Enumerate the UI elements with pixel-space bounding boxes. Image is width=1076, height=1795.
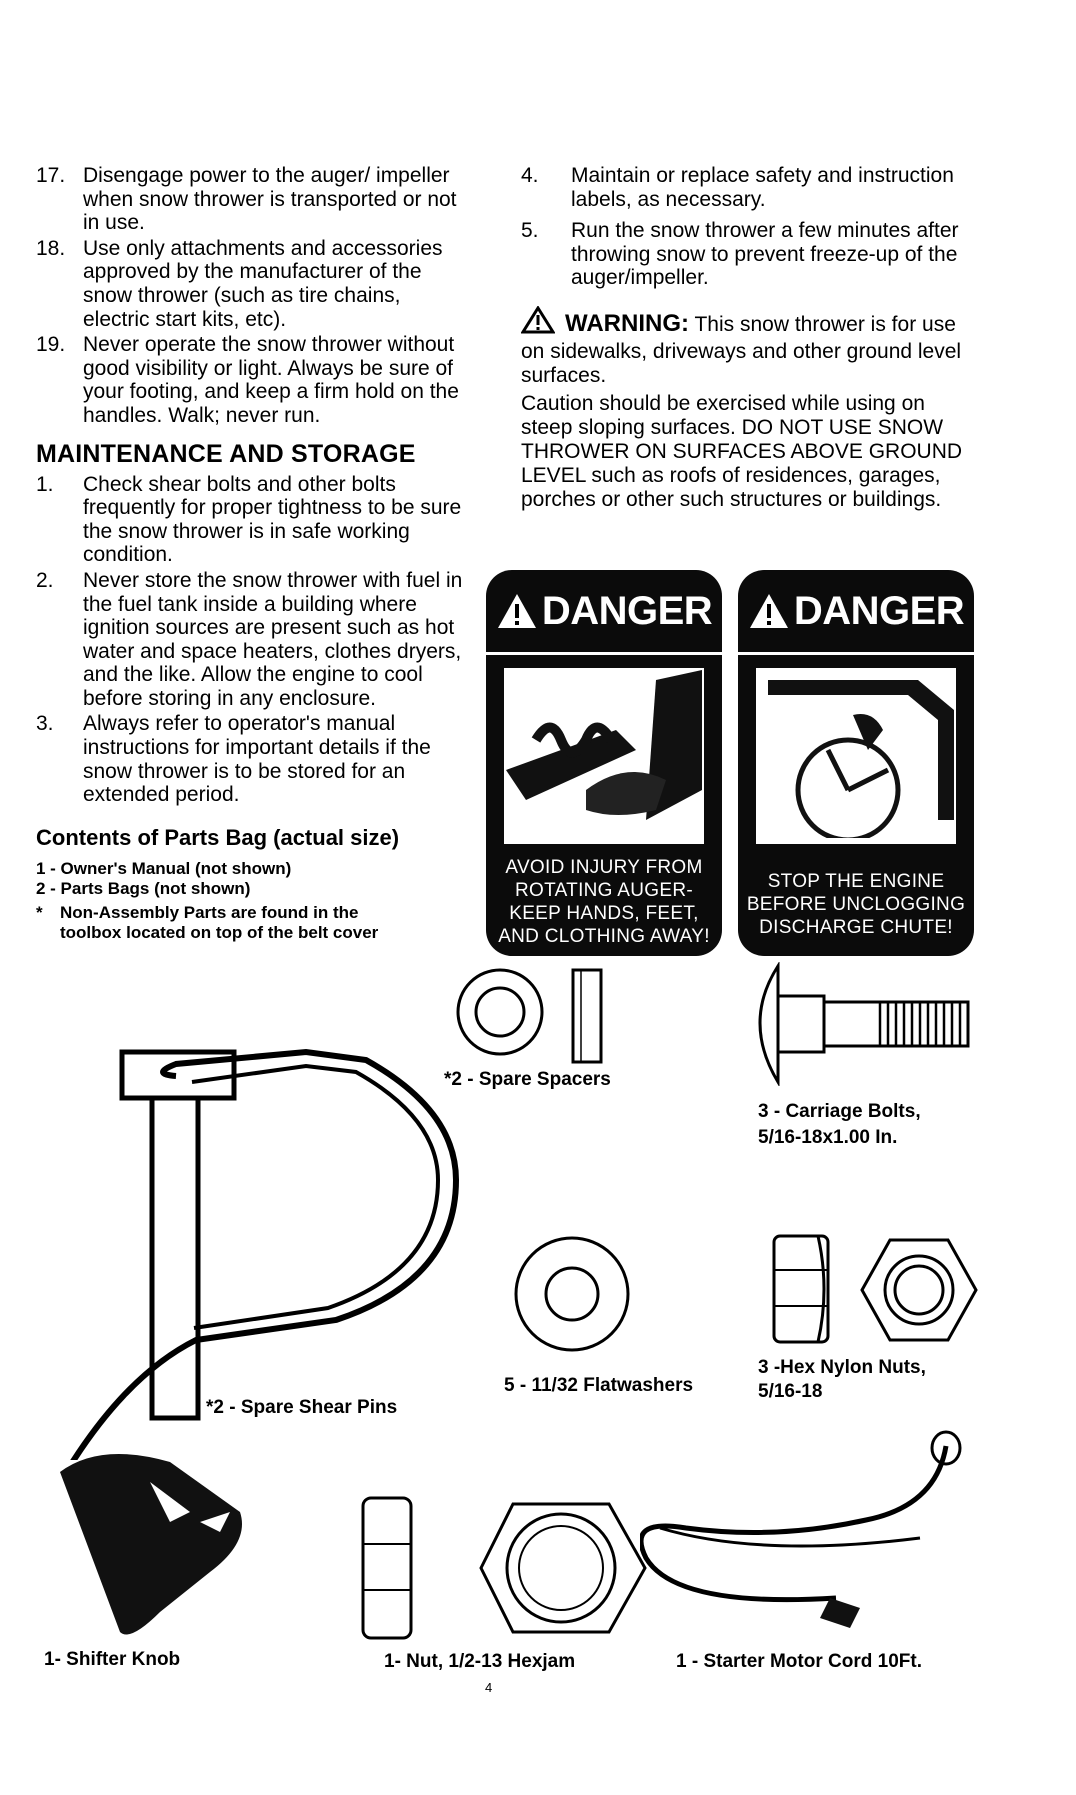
- danger-caption-auger: AVOID INJURY FROM ROTATING AUGER- KEEP H…: [498, 857, 710, 947]
- spare-spacers-illustration: [456, 968, 603, 1064]
- label-spare-spacers: *2 - Spare Spacers: [444, 1069, 611, 1090]
- maintenance-item-2: 2. Never store the snow thrower with fue…: [36, 568, 463, 710]
- parts-bag-heading: Contents of Parts Bag (actual size): [36, 824, 400, 850]
- label-starter-cord: 1 - Starter Motor Cord 10Ft.: [676, 1651, 922, 1672]
- label-carriage-bolts-1: 3 - Carriage Bolts,: [758, 1101, 921, 1122]
- danger-header: DANGER: [738, 570, 974, 655]
- carriage-bolt-illustration: [758, 962, 970, 1086]
- label-flatwashers: 5 - 11/32 Flatwashers: [504, 1375, 694, 1396]
- auger-hazard-pictogram: [504, 668, 704, 844]
- danger-label-auger: DANGER AVOID INJURY FROM ROTATING AUGER-…: [486, 570, 722, 956]
- label-carriage-bolts-2: 5/16-18x1.00 In.: [758, 1127, 898, 1148]
- danger-triangle-icon: [749, 594, 788, 628]
- label-shear-pins: *2 - Spare Shear Pins: [206, 1397, 398, 1418]
- maintenance-item-1: 1. Check shear bolts and other bolts fre…: [36, 472, 462, 567]
- starter-cord-illustration: [640, 1430, 962, 1628]
- label-hex-nuts-2: 5/16-18: [758, 1381, 823, 1402]
- parts-note-manual: 1 - Owner's Manual (not shown): [36, 858, 292, 878]
- caution-text: Caution should be exercised while using …: [521, 391, 963, 511]
- danger-caption-chute: STOP THE ENGINE BEFORE UNCLOGGING DISCHA…: [746, 871, 966, 938]
- shifter-knob-illustration: [60, 1454, 242, 1635]
- warning-text: This snow thrower is for use on sidewalk…: [521, 312, 962, 387]
- parts-note-bags: 2 - Parts Bags (not shown): [36, 878, 251, 898]
- danger-header: DANGER: [486, 570, 722, 655]
- warning-label: WARNING:: [565, 309, 689, 337]
- warning-triangle-icon: [520, 305, 556, 340]
- parts-note-toolbox: * Non-Assembly Parts are found in the to…: [36, 902, 379, 942]
- label-shifter-knob: 1- Shifter Knob: [44, 1649, 181, 1670]
- danger-triangle-icon: [497, 594, 536, 628]
- safety-item-17: 17. Disengage power to the auger/ impell…: [36, 164, 457, 235]
- label-hexjam-nut: 1- Nut, 1/2-13 Hexjam: [384, 1651, 576, 1672]
- maintenance-item-3: 3. Always refer to operator's manual ins…: [36, 712, 431, 807]
- safety-item-19: 19. Never operate the snow thrower witho…: [36, 333, 459, 427]
- maintenance-item-5: 5. Run the snow thrower a few minutes af…: [521, 219, 959, 290]
- shear-pin-illustration: [70, 1048, 460, 1460]
- chute-hazard-pictogram: [756, 668, 956, 844]
- safety-item-18: 18. Use only attachments and accessories…: [36, 236, 443, 331]
- warning-block: WARNING: This snow thrower is for use on…: [520, 305, 971, 388]
- left-column: 17. Disengage power to the auger/ impell…: [36, 164, 466, 943]
- hexjam-nut-illustration: [361, 1496, 647, 1640]
- asterisk-mark: *: [36, 902, 43, 922]
- flatwasher-illustration: [514, 1236, 630, 1352]
- maintenance-heading: MAINTENANCE AND STORAGE: [36, 439, 416, 468]
- hex-nylon-nut-illustration: [772, 1234, 978, 1344]
- page-number: 4: [485, 1680, 493, 1695]
- right-column: 4. Maintain or replace safety and instru…: [520, 164, 971, 512]
- maintenance-item-4: 4. Maintain or replace safety and instru…: [521, 164, 954, 211]
- label-hex-nuts-1: 3 -Hex Nylon Nuts,: [758, 1357, 926, 1378]
- danger-label-chute: DANGER STOP THE ENGINE BEFORE UNCLOGGING…: [738, 570, 974, 956]
